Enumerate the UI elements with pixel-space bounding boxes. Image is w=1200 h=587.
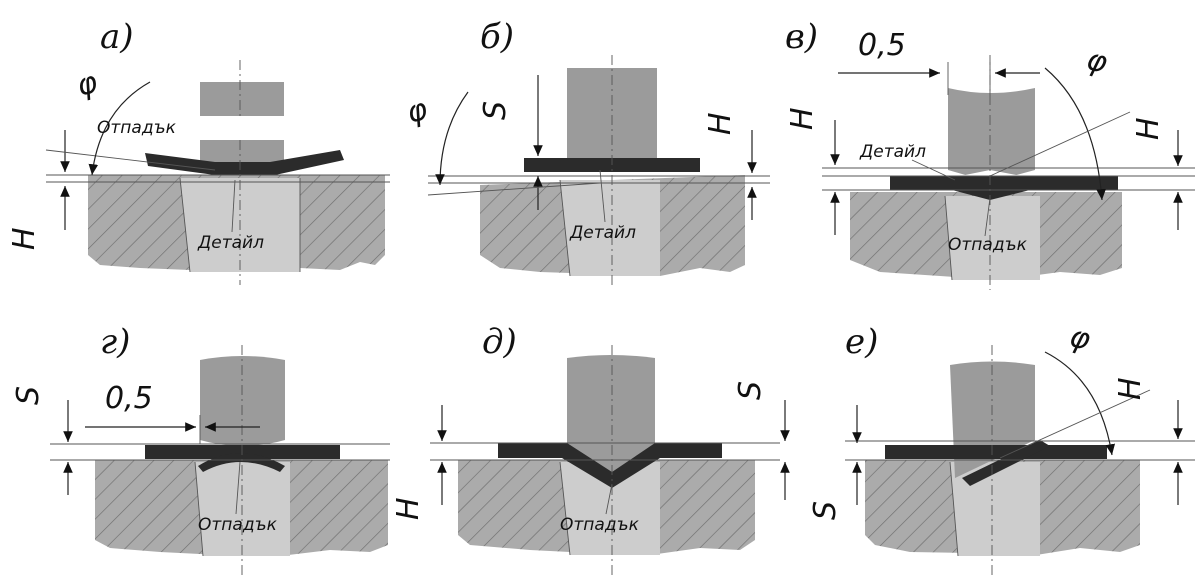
thickness-e: S <box>808 501 843 520</box>
phi-e: φ <box>1066 319 1094 358</box>
height-e: H <box>1113 377 1148 400</box>
label-part-b: Детайл <box>569 223 636 243</box>
punch-v <box>948 88 1035 182</box>
phi-b: φ <box>403 92 431 131</box>
sheet-e <box>885 445 1107 459</box>
height-v-right: H <box>1131 117 1166 140</box>
label-scrap-d: Отпадък <box>560 515 640 535</box>
die-insert-e <box>950 462 1040 556</box>
panel-b-letter: б) <box>480 17 514 57</box>
punch-g <box>200 356 285 446</box>
thickness-d: S <box>733 381 768 400</box>
sheet-g <box>145 445 340 459</box>
thickness-b: S <box>478 101 513 120</box>
panel-e-letter: е) <box>845 322 878 362</box>
die-insert-g <box>195 462 290 556</box>
panel-g-letter: г) <box>100 322 130 362</box>
sheet-v <box>890 176 1118 190</box>
gap-v: 0,5 <box>858 28 906 63</box>
label-scrap-g: Отпадък <box>198 515 278 535</box>
phi-a: φ <box>73 65 101 104</box>
panel-d-letter: д) <box>482 322 517 362</box>
thickness-g: S <box>11 386 46 405</box>
phi-v: φ <box>1083 42 1111 81</box>
label-scrap-v: Отпадък <box>948 235 1028 255</box>
panel-a: а) φ H Отпадък Детайл <box>7 17 390 285</box>
punch-d <box>567 355 655 480</box>
panel-b: б) φ S H Детайл <box>403 17 770 285</box>
die-insert-b <box>560 180 660 276</box>
gap-g: 0,5 <box>105 381 153 416</box>
height-d: H <box>391 497 426 520</box>
label-scrap-a: Отпадък <box>97 118 177 138</box>
height-b: H <box>703 112 738 135</box>
height-v-left: H <box>785 107 820 130</box>
panel-v-letter: в) <box>785 17 818 57</box>
panel-g: г) S 0,5 Отпадък <box>11 322 390 575</box>
die-insert-d <box>560 462 660 555</box>
label-part-v: Детайл <box>859 142 926 162</box>
label-part-a: Детайл <box>197 233 264 253</box>
sheet-d <box>498 443 722 488</box>
panel-e: е) φ H S <box>808 319 1195 575</box>
height-a: H <box>7 227 42 250</box>
die-insert-v <box>945 196 1040 280</box>
panel-d: д) S H Отпадък <box>391 322 790 575</box>
panel-a-letter: а) <box>100 17 134 57</box>
panel-v: в) 0,5 H φ H Детайл Отпадък <box>785 17 1195 290</box>
